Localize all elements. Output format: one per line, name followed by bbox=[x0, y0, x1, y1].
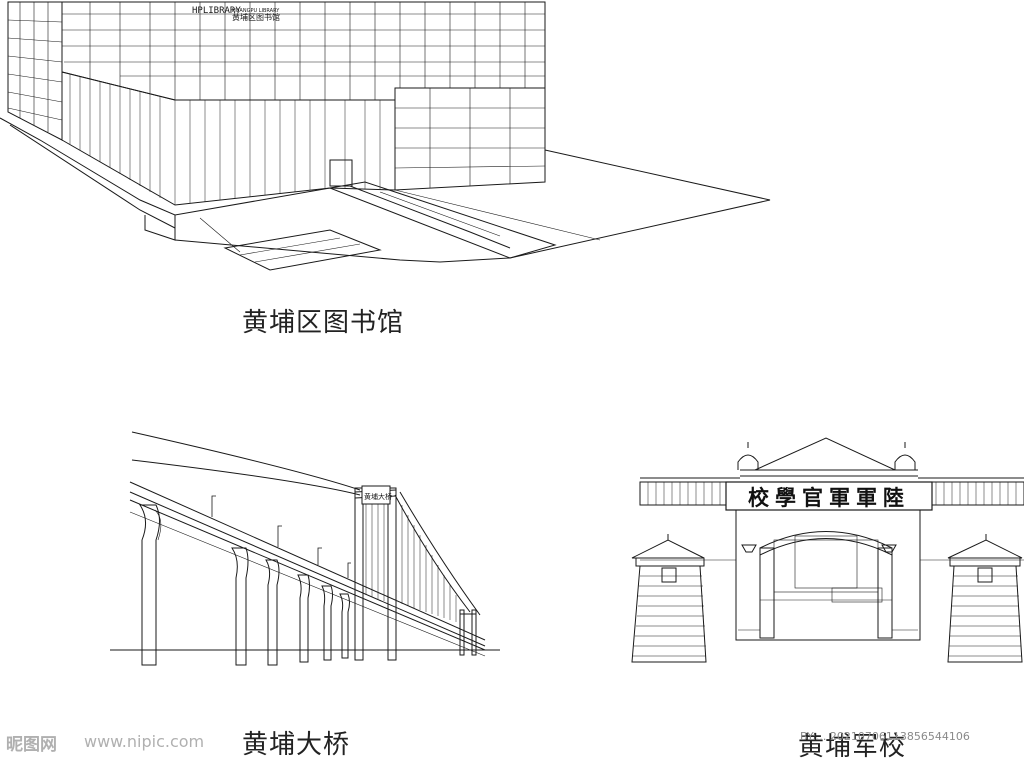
library-logo-text: HPLIBRARY bbox=[192, 6, 241, 16]
library-drawing bbox=[0, 1, 771, 271]
bridge-drawing bbox=[110, 431, 500, 666]
academy-drawing bbox=[631, 437, 1024, 663]
watermark-url: www.nipic.com bbox=[84, 732, 205, 751]
bridge-plaque bbox=[361, 485, 391, 505]
caption-bridge: 黄埔大桥 bbox=[242, 730, 351, 760]
library-english-sign: HUANGPU LIBRARY bbox=[232, 8, 280, 14]
bridge-plaque-text: 黄埔大桥 bbox=[364, 492, 392, 501]
watermark-id: BY:... 20210706113856544106 bbox=[800, 730, 970, 743]
caption-library: 黄埔区图书馆 bbox=[242, 308, 405, 338]
academy-board-text: 陸軍軍官學校 bbox=[748, 485, 910, 510]
watermark-brand: 昵图网 bbox=[6, 735, 57, 755]
academy-name-board bbox=[725, 481, 933, 511]
library-chinese-sign: 黄埔区图书馆 bbox=[232, 12, 280, 22]
